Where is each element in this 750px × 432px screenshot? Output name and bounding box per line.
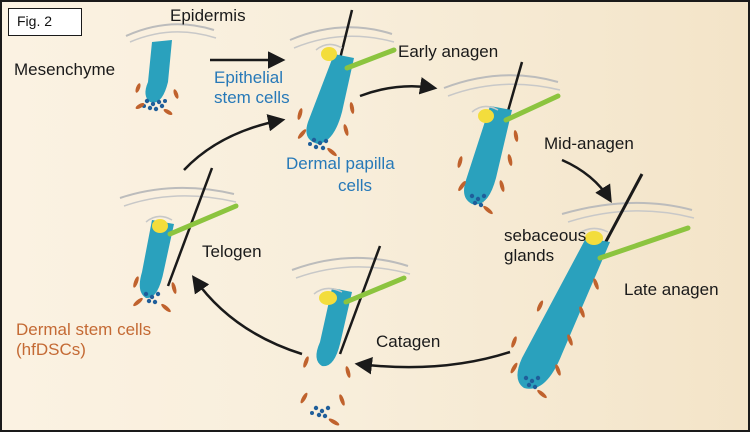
epithelial-bud [145,40,172,103]
label-sebaceous-line2: glands [504,246,555,265]
label-telogen: Telogen [202,242,262,261]
follicle-catagen [291,245,411,426]
epidermis-layer [125,23,215,37]
follicle-mid-anagen [443,61,561,215]
sebaceous-gland [319,291,337,305]
dermal-sheath-cells [297,102,355,157]
dermal-papilla-dots [142,98,167,112]
label-mesenchyme: Mesenchyme [14,60,116,79]
label-late-anagen: Late anagen [624,280,719,299]
label-dermal-stem-cells-line2: (hfDSCs) [16,340,86,359]
arrow-early-to-mid-anagen [359,77,438,98]
dermal-papilla-dots [308,137,329,151]
dermal-sheath-cells [457,130,519,215]
arrow-telogen-to-early-anagen [183,114,286,171]
label-mid-anagen: Mid-anagen [544,134,634,153]
label-epidermis: Epidermis [170,6,246,25]
sebaceous-gland [478,109,494,123]
label-catagen: Catagen [376,332,441,351]
follicle-placode [125,23,217,116]
dermal-sheath-cells [133,276,177,313]
label-early-anagen: Early anagen [398,42,499,61]
dermal-sheath-cells [135,83,179,116]
sebaceous-gland [585,231,603,245]
dermal-papilla-dots [143,291,161,305]
arrow-catagen-to-telogen [191,275,303,356]
follicle-late-anagen [510,173,695,399]
follicle-telogen [119,167,239,313]
label-sebaceous-line1: sebaceous [504,226,587,245]
arrow-late-anagen-to-catagen [354,350,511,375]
dermal-sheath-cells [510,278,599,399]
sebaceous-gland [152,219,168,233]
outer-root-sheath [306,54,354,144]
dermal-papilla-dots [523,375,541,390]
cycle-arrows [183,51,612,375]
dermal-papilla-dots [469,193,487,208]
label-dermal-papilla-line1: Dermal papilla [286,154,395,173]
label-dermal-papilla-line2: cells [338,176,373,195]
label-epithelial-stem-cells-line1: Epithelial [214,68,283,87]
figure-label: Fig. 2 [8,8,82,36]
label-dermal-stem-cells-line1: Dermal stem cells [16,320,152,339]
label-epithelial-stem-cells-line2: stem cells [214,88,290,107]
sebaceous-gland [321,47,337,61]
dermal-sheath-cells [300,356,351,426]
dermal-papilla-dots [310,405,331,419]
follicle-early-anagen [289,9,397,157]
arrow-mid-to-late-anagen [561,158,612,203]
